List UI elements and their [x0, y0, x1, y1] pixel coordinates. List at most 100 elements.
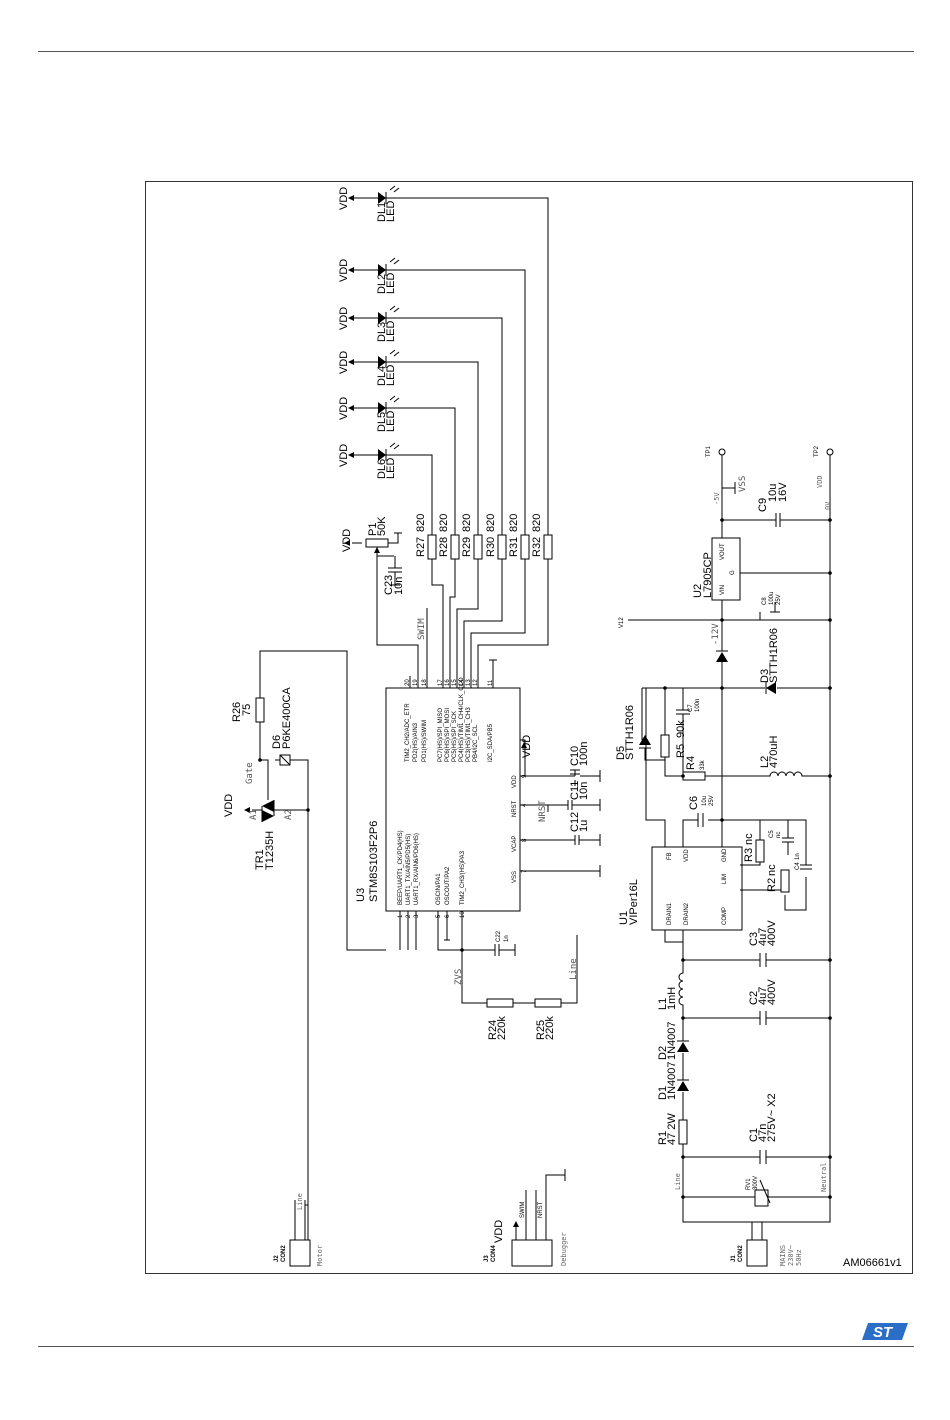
u1-fb-net — [642, 687, 666, 847]
u3-pin-1-name: BEEP/UART1_CK/PD4(HS) — [398, 830, 404, 905]
c3-cap — [683, 953, 830, 967]
r4-value: 33k — [700, 759, 706, 770]
u1-lim-net — [740, 820, 785, 891]
d2-part: 1N4007 — [666, 1021, 678, 1060]
u3-pin-5-name: OSCIN/PA1 — [436, 873, 442, 905]
c1-value1: 47n — [757, 1124, 769, 1142]
r5-ref: R5 — [675, 744, 687, 758]
j3-pin-nrst: NRST — [538, 1201, 544, 1218]
minus12v-net — [716, 600, 728, 688]
l1-ref: L1 — [657, 998, 669, 1010]
c11-value: 10n — [578, 782, 590, 800]
u3-left-bottom-pins — [399, 919, 417, 950]
minus5v-label: -5V — [713, 492, 721, 505]
c7-value: 100n — [695, 699, 701, 712]
r5-resistor — [660, 734, 670, 758]
u3-pin-9-name: VDD — [512, 775, 518, 788]
r3-ref: R3 — [743, 848, 755, 862]
resistor-r31-value: 820 — [508, 514, 520, 532]
j1-connector: J1 CON2 MAINS 230V~ 50Hz — [731, 1222, 803, 1267]
vss-net — [722, 482, 736, 494]
u1-drain-wires — [664, 930, 684, 960]
zero-volt-label: 0V — [824, 501, 832, 510]
resistor-r32-ref: R32 — [531, 537, 543, 557]
u3-vcap-cap-c12: C12 1u — [520, 812, 601, 846]
j3-type: CON4 — [491, 1245, 497, 1262]
led-6-ref: DL6 — [376, 459, 388, 479]
c6-value1: 10u — [702, 796, 708, 806]
c3-value2: 400V — [766, 920, 778, 946]
u1-ref: U1 — [618, 911, 630, 925]
u1-pin-fb: FB — [667, 852, 673, 860]
u3-pin-4-name: NRST — [512, 800, 518, 817]
u3-pin-18-num: 18 — [422, 679, 428, 686]
tp1-point — [718, 448, 726, 456]
r1-resistor — [678, 1119, 688, 1145]
tr1-part: T1235H — [264, 831, 276, 870]
p1-supply: VDD — [341, 529, 353, 552]
u3-pin-17-name: PC7(HS)/SPI_MISO — [438, 708, 444, 762]
j2-connector: J2 CON2 Motor Line — [274, 1193, 324, 1267]
c12-value: 1u — [578, 820, 590, 832]
r3-value: nc — [743, 833, 755, 845]
c23-ref: C23 — [383, 575, 395, 595]
d1-diode — [677, 1081, 689, 1091]
c22-ref: C22 — [496, 930, 502, 942]
led-5-type: LED — [385, 411, 397, 432]
neutral-rail — [682, 455, 831, 1223]
l2-inductor — [705, 771, 830, 777]
c6-value2: 25V — [709, 795, 715, 806]
led-5-supply: VDD — [338, 397, 350, 420]
u3-pin-11-name: I2C_SDA/PB5 — [488, 723, 494, 762]
c8-value1: 100u — [769, 592, 775, 605]
u3-pin-3-name: UART1_RX/AIN6/PD6(HS) — [414, 833, 420, 905]
u1-pin-vdd: VDD — [684, 849, 690, 862]
u3-pin-10-name: TIM2_CH3/(HS)PA3 — [460, 850, 466, 905]
c8-value2: 25V — [776, 594, 782, 605]
u2-pin-vout: VOUT — [720, 543, 726, 560]
u3-ref: U3 — [355, 888, 367, 902]
u2-pin-g: G — [730, 570, 736, 575]
tr1-a1-label: A1 — [249, 809, 259, 820]
led-4-ref: DL4 — [376, 366, 388, 386]
c6-ref: C6 — [688, 796, 700, 810]
d5-ref: D5 — [615, 746, 627, 760]
led-1-supply: VDD — [338, 187, 350, 210]
u1-pin-drain2: DRAIN2 — [684, 902, 690, 925]
c6-net — [682, 819, 722, 847]
led-4-supply: VDD — [338, 351, 350, 374]
u1-body — [651, 846, 743, 931]
c22-value: 1n — [504, 935, 510, 942]
u2-body — [711, 537, 741, 601]
p1-ref: P1 — [367, 523, 379, 536]
r1-value: 47 2W — [666, 1113, 678, 1145]
led-4-type: LED — [385, 365, 397, 386]
st-logo: ST — [862, 1323, 908, 1341]
zvs-net-label: ZVS — [454, 969, 464, 985]
d3-diode — [766, 682, 776, 694]
u3-part: STM8S103F2P6 — [368, 821, 380, 902]
u3-vdd-label: VDD — [521, 735, 533, 758]
c1-ref: C1 — [748, 1128, 760, 1142]
line-net-label-mains: Line — [674, 1173, 682, 1190]
u2-pin-vin: VIN — [720, 585, 726, 595]
c1-cap — [683, 1150, 830, 1164]
led-6-supply: VDD — [338, 444, 350, 467]
led-3-ref: DL3 — [376, 322, 388, 342]
resistor-r28-ref: R28 — [438, 537, 450, 557]
c4-value: 1n — [795, 853, 801, 860]
vdd-label-tp2: VDD — [816, 475, 824, 488]
c5-ref: C5 — [769, 830, 775, 838]
c10-value: 100n — [578, 742, 590, 766]
c4-ref: C4 — [795, 862, 801, 870]
zvs-network: R24 220k R25 220k C22 1n ZVS Line — [437, 919, 579, 1040]
u3-pin-3-num: 3 — [414, 914, 420, 918]
j1-label-1: MAINS — [779, 1245, 787, 1266]
minus12v-label: -12V — [711, 623, 721, 645]
